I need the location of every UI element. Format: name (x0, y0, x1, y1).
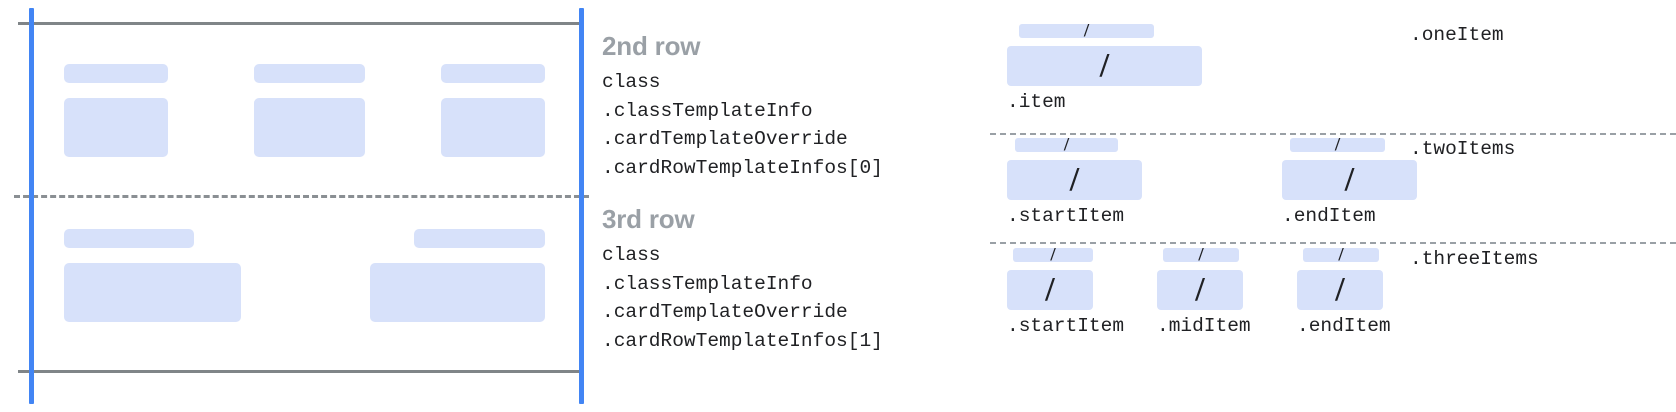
slash-icon: / (1198, 248, 1204, 262)
item-label-placeholder: / (1019, 24, 1154, 38)
item-slot: // .endItem (1282, 138, 1417, 227)
item-variants-panel: .oneItem //.item .twoItems //.startItem/… (985, 0, 1676, 412)
item-label-placeholder: / (1303, 248, 1379, 262)
item-label-placeholder: / (1290, 138, 1385, 152)
content-placeholder (64, 263, 241, 322)
slash-icon: / (1050, 248, 1056, 262)
slash-icon: / (1069, 161, 1080, 198)
item-caption: .endItem (1297, 315, 1391, 337)
item-caption: .midItem (1157, 315, 1251, 337)
content-placeholder (254, 98, 365, 157)
content-placeholder (254, 64, 365, 83)
guide-line-top (18, 22, 583, 25)
guide-line-left (29, 8, 34, 404)
annotation-2nd-row: 2nd row class .classTemplateInfo .cardTe… (602, 30, 883, 182)
item-label-placeholder: / (1013, 248, 1093, 262)
variant-label: .threeItems (1410, 248, 1539, 270)
guide-line-bottom (18, 370, 583, 373)
slash-icon: / (1335, 271, 1345, 308)
item-slot: / / .startItem (1007, 248, 1124, 337)
item-caption: .startItem (1007, 315, 1125, 337)
variant-two-items: .twoItems //.startItem//.endItem (985, 138, 1676, 244)
slash-icon: / (1344, 161, 1355, 198)
annotation-3rd-row: 3rd row class .classTemplateInfo .cardTe… (602, 203, 883, 355)
variant-separator (990, 242, 1676, 244)
row-divider-dashed (14, 195, 589, 198)
item-label-placeholder: / (1163, 248, 1239, 262)
slash-icon: / (1338, 248, 1344, 262)
variant-label: .twoItems (1410, 138, 1516, 160)
slash-icon: / (1045, 271, 1055, 308)
variant-three-items: .threeItems / / .startItem / / .midItem / / .end… (985, 248, 1676, 358)
variant-label: .oneItem (1410, 24, 1504, 46)
slash-icon: / (1334, 138, 1341, 152)
slash-icon: / (1063, 138, 1070, 152)
item-value-placeholder: / (1282, 160, 1417, 200)
variant-separator (990, 133, 1676, 135)
item-slot: / / .item (1007, 24, 1202, 113)
slash-icon: / (1195, 271, 1205, 308)
content-placeholder (441, 64, 545, 83)
slash-icon: / (1083, 24, 1090, 38)
item-value-placeholder: / (1297, 270, 1383, 310)
item-caption: .endItem (1282, 205, 1376, 227)
content-placeholder (414, 229, 545, 248)
item-slot: / / .midItem (1157, 248, 1251, 337)
item-value-placeholder: / (1007, 46, 1202, 86)
item-slot: / / .startItem (1007, 138, 1142, 227)
content-placeholder (64, 229, 194, 248)
annotation-class-path: class .classTemplateInfo .cardTemplateOv… (602, 244, 883, 352)
variant-one-item: .oneItem / / .item (985, 24, 1676, 134)
item-slot: / / .endItem (1297, 248, 1391, 337)
item-value-placeholder: / (1007, 160, 1142, 200)
item-value-placeholder: / (1157, 270, 1243, 310)
item-value-placeholder: / (1007, 270, 1093, 310)
item-label-placeholder: / (1015, 138, 1118, 152)
content-placeholder (64, 64, 168, 83)
content-placeholder (64, 98, 168, 157)
card-preview-panel (0, 0, 600, 412)
item-caption: .startItem (1007, 205, 1125, 227)
content-placeholder (441, 98, 545, 157)
annotation-title: 3rd row (602, 204, 695, 234)
guide-line-right (579, 8, 584, 404)
slash-icon: / (1099, 47, 1110, 84)
annotation-class-path: class .classTemplateInfo .cardTemplateOv… (602, 71, 883, 179)
annotation-title: 2nd row (602, 31, 701, 61)
content-placeholder (370, 263, 545, 322)
item-caption: .item (1007, 91, 1066, 113)
